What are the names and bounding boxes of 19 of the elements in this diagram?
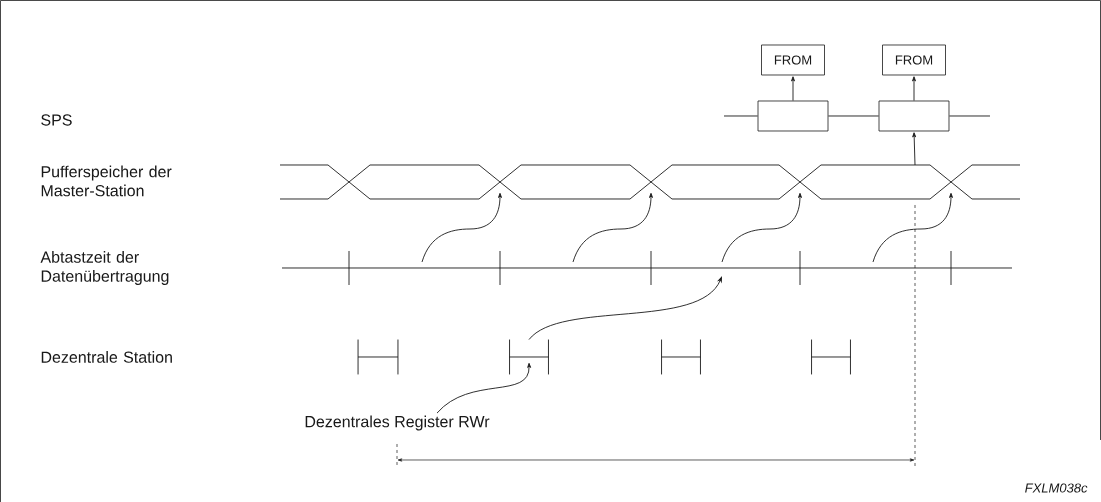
arrow <box>912 132 917 166</box>
station-interval-mark <box>661 339 701 375</box>
instruction-box: FROM <box>761 44 825 76</box>
station-interval-mark <box>357 339 399 375</box>
arrow <box>791 76 795 102</box>
arrow <box>436 362 532 414</box>
arrow <box>912 76 916 102</box>
station-interval-mark <box>509 339 549 375</box>
instruction-box: FROM <box>882 44 946 76</box>
station-interval-mark <box>811 339 851 375</box>
arrow <box>528 276 722 340</box>
figure-code: FXLM038c <box>1025 483 1088 493</box>
row-label: Pufferspeicher der Master-Station <box>41 165 172 197</box>
row-label: Abtastzeit der Datenübertragung <box>40 251 169 285</box>
register-label: Dezentrales Register RWr <box>305 415 490 431</box>
row-label: Dezentrale Station <box>41 351 172 363</box>
process-box <box>878 100 950 132</box>
plc-label: SPS <box>41 114 72 126</box>
process-box <box>757 100 829 132</box>
